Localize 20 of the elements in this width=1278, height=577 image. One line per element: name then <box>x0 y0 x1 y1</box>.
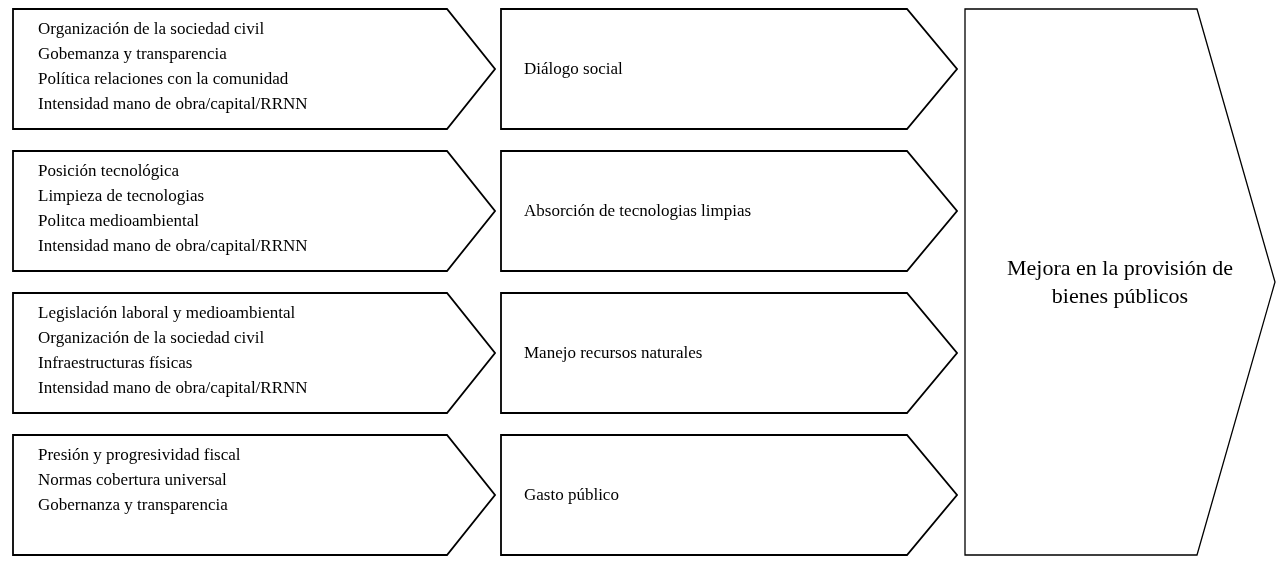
factor-text: Organización de la sociedad civil <box>38 327 266 349</box>
outcome-label: Mejora en la provisión de bienes públicos <box>1005 254 1235 310</box>
factor-text: Presión y progresividad fiscal <box>38 444 241 466</box>
channel-label: Diálogo social <box>524 59 623 79</box>
factor-text: Limpieza de tecnologias <box>38 185 206 207</box>
factor-text: Organización de la sociedad civil <box>38 18 266 40</box>
factor-text: Política relaciones con la comunidad <box>38 68 290 90</box>
factor-text: Politca medioambiental <box>38 210 200 232</box>
factor-text: Intensidad mano de obra/capital/RRNN <box>38 235 308 257</box>
channel-label: Manejo recursos naturales <box>524 343 703 363</box>
factor-text: Gobemanza y transparencia <box>38 43 228 65</box>
channel-label: Absorción de tecnologias limpias <box>524 201 752 221</box>
factor-text: Gobernanza y transparencia <box>38 494 229 516</box>
channel-label: Gasto público <box>524 485 619 505</box>
factor-text: Normas cobertura universal <box>38 469 228 491</box>
factor-text: Posición tecnológica <box>38 160 181 182</box>
factor-text: Infraestructuras físicas <box>38 352 194 374</box>
factor-text: Intensidad mano de obra/capital/RRNN <box>38 377 308 399</box>
factor-text: Intensidad mano de obra/capital/RRNN <box>38 93 308 115</box>
factor-text: Legislación laboral y medioambiental <box>38 302 297 324</box>
